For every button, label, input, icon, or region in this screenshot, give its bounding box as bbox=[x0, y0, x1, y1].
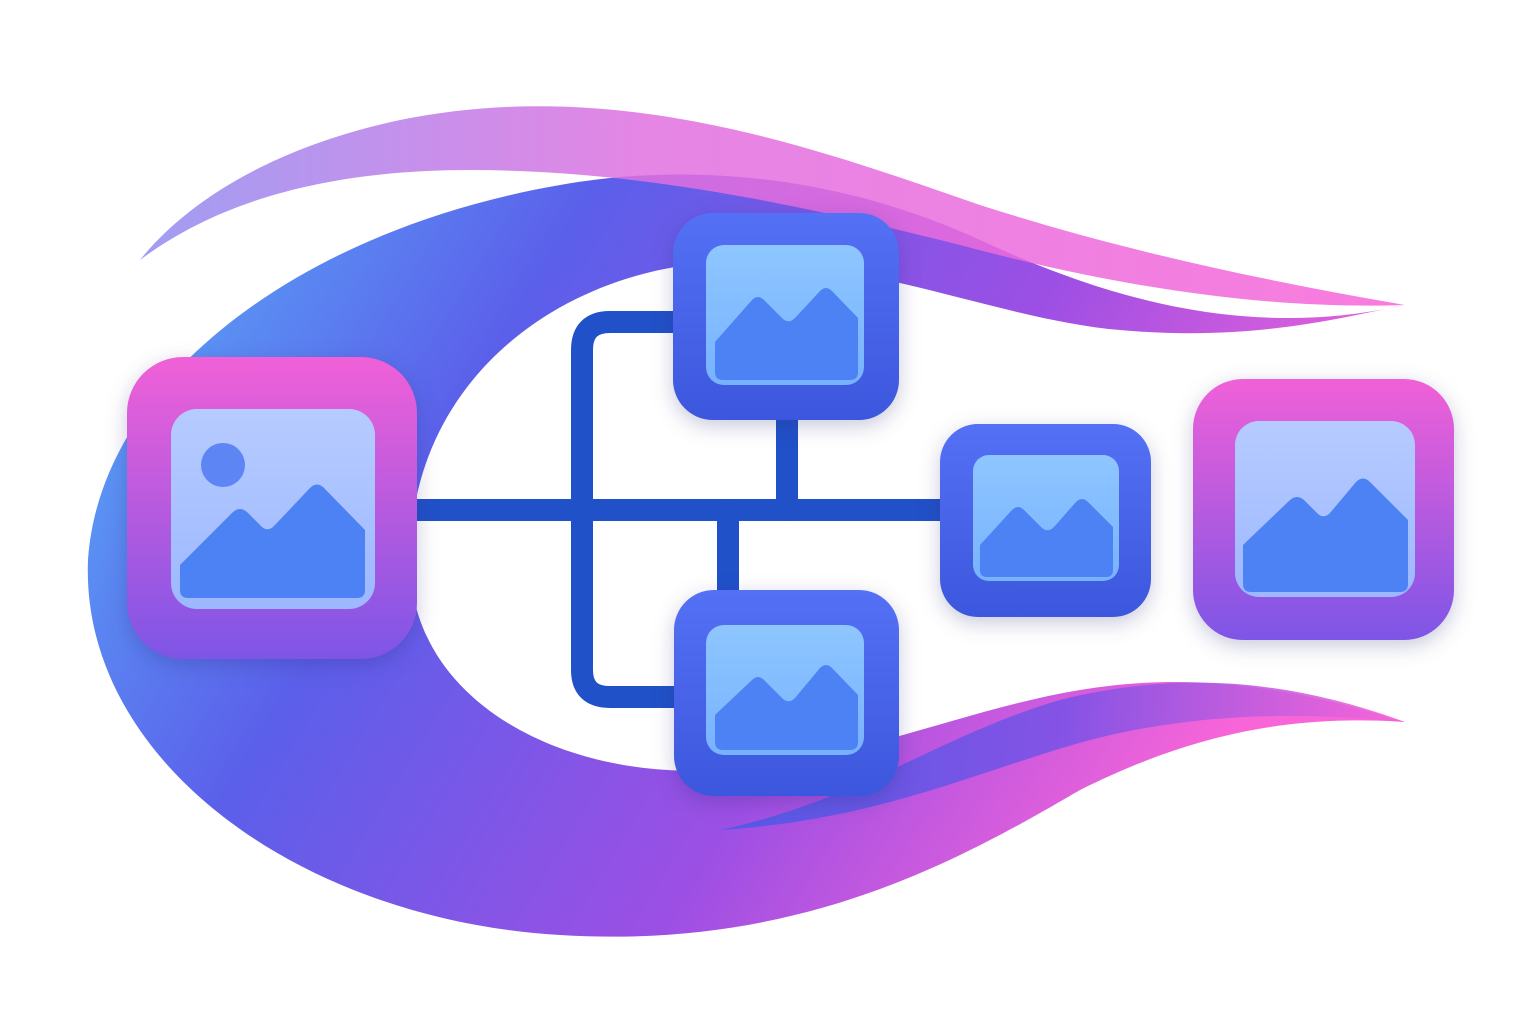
source-image-icon bbox=[171, 409, 375, 609]
connector-to-top-node bbox=[571, 311, 691, 521]
connector-to-bottom-node bbox=[571, 499, 691, 708]
bottom-node-image-tile bbox=[674, 590, 899, 796]
output-image-tile bbox=[1193, 379, 1454, 640]
top-node-image-tile bbox=[673, 213, 899, 420]
swoosh-shape bbox=[87, 106, 1405, 937]
middle-node-image-icon bbox=[973, 455, 1119, 581]
middle-node-image-tile bbox=[940, 424, 1151, 617]
connector-lines bbox=[404, 311, 951, 708]
source-image-tile bbox=[127, 357, 417, 659]
output-image-icon bbox=[1235, 421, 1415, 597]
bottom-node-image-icon bbox=[706, 625, 864, 755]
top-node-image-icon bbox=[706, 245, 864, 385]
